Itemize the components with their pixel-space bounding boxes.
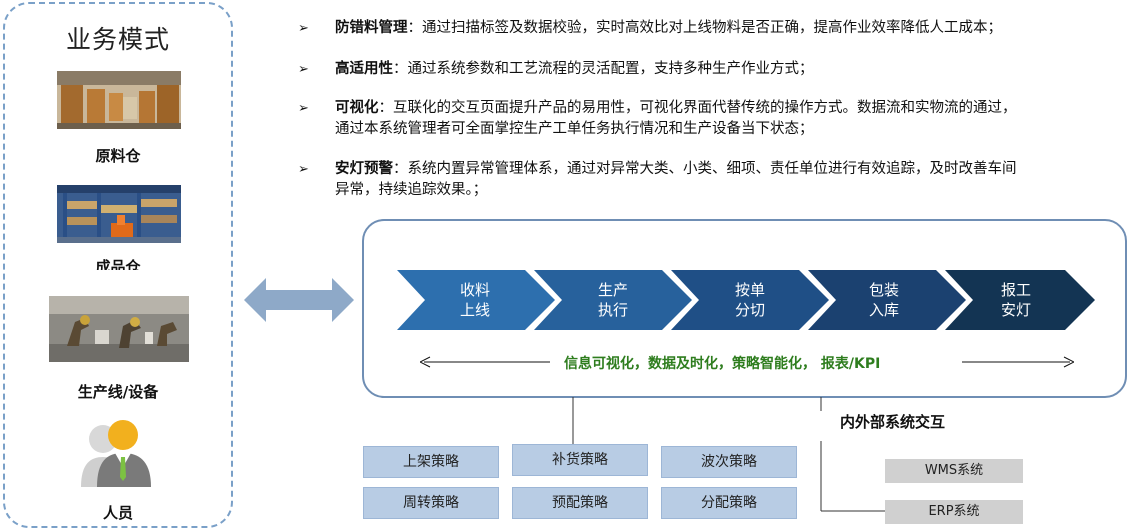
feature-text: ：互联化的交互页面提升产品的易用性，可视化界面代替传统的操作方式。数据流和实物流… xyxy=(378,100,1017,116)
process-step-4-shape xyxy=(808,270,966,330)
system-interaction-label: 内外部系统交互 xyxy=(840,413,946,431)
person-icon xyxy=(79,417,159,487)
feature-text: ：系统内置异常管理体系，通过对异常大类、小类、细项、责任单位进行有效追踪，及时改… xyxy=(393,161,1017,177)
process-step-3: 按单 分切 xyxy=(700,280,800,320)
mode-label-finished: 成品仓 xyxy=(95,258,141,270)
process-step-2: 生产 执行 xyxy=(563,280,663,320)
business-mode-panel: 业务模式 原料仓 xyxy=(3,2,233,528)
strategy-replenish: 补货策略 xyxy=(512,444,648,476)
process-step-1: 收料 上线 xyxy=(425,280,525,320)
strategy-preallocate: 预配策略 xyxy=(512,487,648,519)
strategy-allocate: 分配策略 xyxy=(661,487,797,519)
strategy-putaway: 上架策略 xyxy=(363,446,499,478)
process-step-5-shape xyxy=(945,270,1095,330)
double-arrow-icon xyxy=(244,278,354,322)
right-arrow-icon xyxy=(962,356,1074,368)
process-step-line1: 按单 xyxy=(734,281,765,299)
feature-keyword: 可视化 xyxy=(335,100,379,116)
feature-text-cont: 通过本系统管理者可全面掌控生产工单任务执行情况和生产设备当下状态； xyxy=(335,121,814,137)
strategy-wave: 波次策略 xyxy=(661,446,797,478)
process-step-5: 报工 安灯 xyxy=(966,280,1066,320)
bullet-marker: ➢ xyxy=(298,162,309,177)
process-step-line1: 包装 xyxy=(868,281,899,299)
panel-title: 业务模式 xyxy=(65,25,170,54)
process-step-line2: 安灯 xyxy=(1000,301,1031,319)
process-step-line2: 分切 xyxy=(734,301,765,319)
process-flow xyxy=(397,270,1095,330)
bullet-marker: ➢ xyxy=(298,101,309,116)
feature-keyword: 高适用性 xyxy=(335,61,393,77)
warehouse-photo xyxy=(57,71,181,129)
strategy-connector xyxy=(572,397,574,447)
process-step-line1: 收料 xyxy=(459,281,490,299)
left-arrow-icon xyxy=(420,356,550,368)
process-step-1-shape xyxy=(397,270,555,330)
process-step-line2: 上线 xyxy=(459,301,490,319)
feature-text: ：通过扫描标签及数据校验，实时高效比对上线物料是否正确，提高作业效率降低人工成本… xyxy=(407,20,1003,36)
mode-label-person: 人员 xyxy=(102,504,133,522)
wms-system: WMS系统 xyxy=(885,459,1023,483)
robot-line-photo xyxy=(49,296,189,362)
bullet-marker: ➢ xyxy=(298,21,309,36)
mode-label-production: 生产线/设备 xyxy=(77,383,159,401)
process-step-3-shape xyxy=(671,270,829,330)
process-step-line2: 执行 xyxy=(597,301,628,319)
process-step-2-shape xyxy=(534,270,692,330)
erp-system: ERP系统 xyxy=(885,500,1023,524)
mode-label-raw: 原料仓 xyxy=(95,147,141,165)
info-tagline: 信息可视化，数据及时化，策略智能化， 报表/KPI xyxy=(564,356,881,372)
feature-keyword: 安灯预警 xyxy=(335,161,393,177)
feature-text: ：通过系统参数和工艺流程的灵活配置，支持多种生产作业方式； xyxy=(393,61,814,77)
process-step-line1: 报工 xyxy=(1000,281,1031,299)
strategy-turnover: 周转策略 xyxy=(363,487,499,519)
process-step-line1: 生产 xyxy=(597,281,628,299)
process-step-4: 包装 入库 xyxy=(834,280,934,320)
process-step-line2: 入库 xyxy=(868,301,899,319)
system-connector xyxy=(820,397,890,512)
bullet-marker: ➢ xyxy=(298,62,309,77)
feature-keyword: 防错料管理 xyxy=(335,20,408,36)
feature-text-cont: 异常，持续追踪效果。； xyxy=(335,182,488,198)
forklift-photo xyxy=(57,185,181,243)
